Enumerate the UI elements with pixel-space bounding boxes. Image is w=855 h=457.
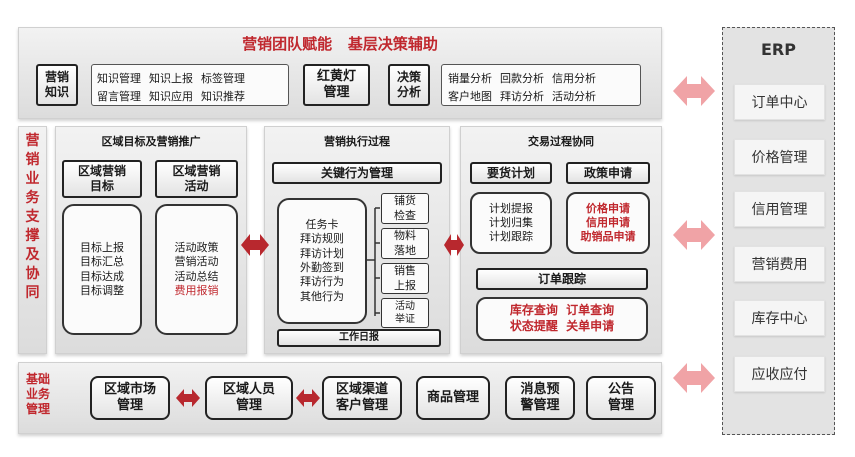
knowledge-items: 知识管理 知识上报 标签管理 留言管理 知识应用 知识推荐 — [97, 70, 245, 104]
plan-items-box: 计划提报 计划归集 计划跟踪 — [470, 192, 552, 254]
target-items-box: 目标上报 目标汇总 目标达成 目标调整 — [62, 204, 142, 335]
base-item-announcement[interactable]: 公告 管理 — [586, 376, 656, 420]
activity-items: 活动政策 营销活动 活动总结 — [174, 240, 219, 283]
order-items: 库存查询 订单查询 状态提醒 关单申请 — [509, 303, 615, 333]
order-items-box: 库存查询 订单查询 状态提醒 关单申请 — [476, 297, 648, 341]
col3-title: 交易过程协同 — [528, 135, 594, 148]
erp-item-marketing-expense[interactable]: 营销费用 — [734, 246, 825, 282]
decision-items-box — [441, 64, 641, 106]
col1-col2-double-arrow-icon — [241, 234, 269, 256]
task-items: 任务卡 拜访规则 拜访计划 外勤签到 拜访行为 其他行为 — [300, 218, 344, 303]
erp-item-price-management[interactable]: 价格管理 — [734, 139, 825, 175]
knowledge-item[interactable]: 知识推荐 — [201, 90, 245, 103]
key-behavior-button[interactable]: 关键行为管理 — [272, 162, 442, 184]
base-item-regional-staff[interactable]: 区域人员 管理 — [205, 376, 293, 420]
decision-analysis-label[interactable]: 决策 分析 — [388, 64, 430, 106]
regional-activity-button[interactable]: 区域营销 活动 — [155, 160, 238, 198]
sub-item-material-landing[interactable]: 物料 落地 — [381, 228, 429, 259]
erp-title: ERP — [761, 40, 796, 59]
expense-reimbursement[interactable]: 费用报销 — [174, 283, 219, 297]
base-label: 基础 业务 管理 — [25, 372, 50, 416]
demand-plan-button[interactable]: 要货计划 — [470, 162, 552, 184]
policy-items: 价格申请 信用申请 助销品申请 — [580, 201, 636, 244]
order-track-button[interactable]: 订单跟踪 — [476, 268, 648, 290]
decision-item[interactable]: 回款分析 — [500, 72, 544, 85]
base-double-arrow-icon — [176, 389, 200, 407]
erp-item-credit-management[interactable]: 信用管理 — [734, 191, 825, 227]
task-items-box: 任务卡 拜访规则 拜访计划 外勤签到 拜访行为 其他行为 — [277, 198, 367, 324]
side-label: 营 销 业 务 支 撑 及 协 同 — [25, 133, 40, 301]
base-erp-arrow-icon — [673, 363, 715, 393]
erp-item-order-center[interactable]: 订单中心 — [734, 84, 825, 120]
sub-item-activity-proof[interactable]: 活动 举证 — [381, 298, 429, 328]
traffic-light-button[interactable]: 红黄灯 管理 — [303, 64, 370, 106]
base-item-regional-market[interactable]: 区域市场 管理 — [90, 376, 170, 420]
middle-erp-arrow-icon — [673, 220, 715, 250]
plan-items: 计划提报 计划归集 计划跟踪 — [489, 201, 533, 244]
sub-item-distribution-check[interactable]: 铺货 检查 — [381, 193, 429, 224]
knowledge-item[interactable]: 标签管理 — [201, 72, 245, 85]
base-item-product[interactable]: 商品管理 — [416, 376, 490, 420]
knowledge-item[interactable]: 知识应用 — [149, 90, 193, 103]
policy-items-box: 价格申请 信用申请 助销品申请 — [566, 192, 650, 254]
col1-title: 区域目标及营销推广 — [101, 135, 201, 148]
knowledge-item[interactable]: 知识上报 — [149, 72, 193, 85]
regional-target-button[interactable]: 区域营销 目标 — [62, 160, 142, 198]
activity-items-box: 活动政策 营销活动 活动总结 费用报销 — [155, 204, 238, 335]
work-log-button[interactable]: 工作日报 — [277, 329, 441, 347]
top-erp-arrow-icon — [673, 76, 715, 106]
marketing-knowledge-label[interactable]: 营销 知识 — [36, 64, 78, 106]
erp-item-inventory-center[interactable]: 库存中心 — [734, 300, 825, 336]
side-label-panel — [18, 126, 47, 354]
sub-item-sales-report[interactable]: 销售 上报 — [381, 263, 429, 294]
col2-title: 营销执行过程 — [324, 135, 390, 148]
decision-item[interactable]: 信用分析 — [552, 72, 596, 85]
decision-item[interactable]: 销量分析 — [448, 72, 492, 85]
decision-items: 销量分析 回款分析 信用分析 客户地图 拜访分析 活动分析 — [448, 70, 596, 104]
erp-item-receivables-payables[interactable]: 应收应付 — [734, 356, 825, 392]
knowledge-item[interactable]: 知识管理 — [97, 72, 141, 85]
decision-item[interactable]: 客户地图 — [448, 90, 492, 103]
col2-col3-double-arrow-icon — [444, 234, 464, 256]
decision-item[interactable]: 拜访分析 — [500, 90, 544, 103]
knowledge-item[interactable]: 留言管理 — [97, 90, 141, 103]
target-items: 目标上报 目标汇总 目标达成 目标调整 — [80, 240, 124, 297]
knowledge-items-box — [91, 64, 289, 106]
base-double-arrow-icon-2 — [296, 389, 320, 407]
decision-item[interactable]: 活动分析 — [552, 90, 596, 103]
base-item-channel-customer[interactable]: 区域渠道 客户管理 — [322, 376, 402, 420]
top-title: 营销团队赋能 基层决策辅助 — [242, 35, 438, 53]
policy-apply-button[interactable]: 政策申请 — [566, 162, 650, 184]
base-item-message-alert[interactable]: 消息预 警管理 — [505, 376, 575, 420]
